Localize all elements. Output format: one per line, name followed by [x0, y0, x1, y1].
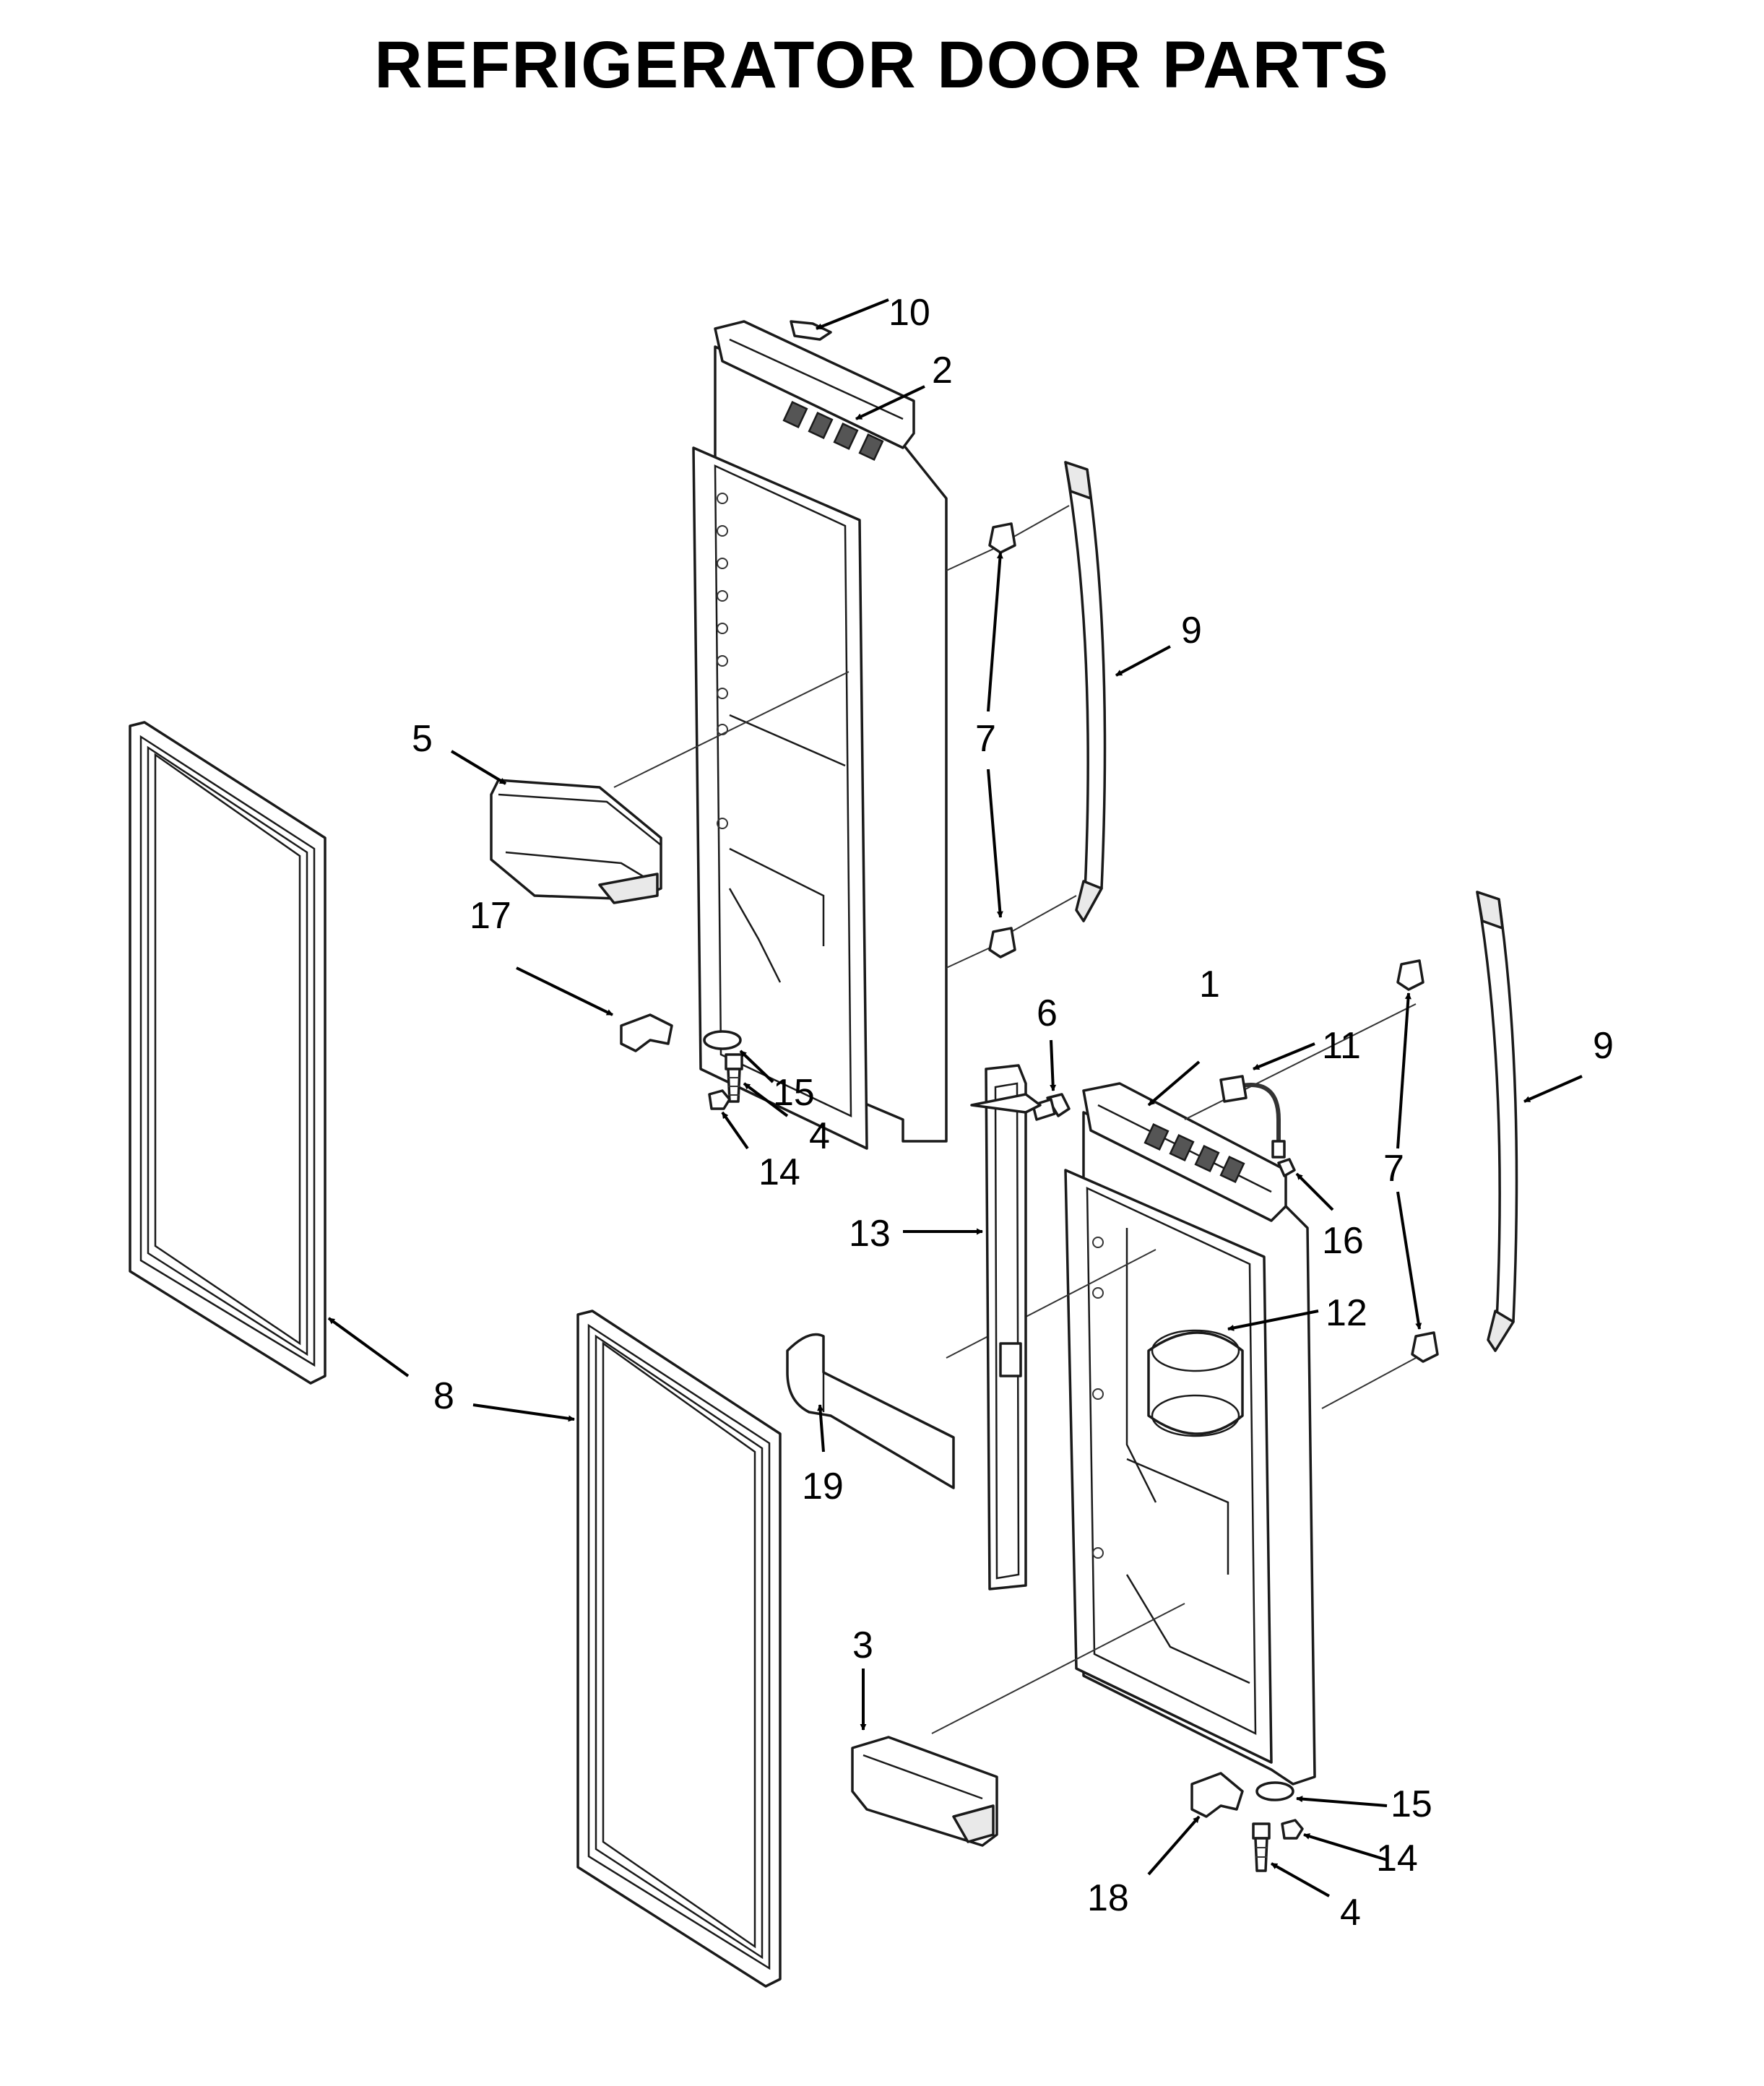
callout-14-left: 14: [758, 1151, 800, 1193]
callout-7-left: 7: [975, 718, 996, 760]
callout-3: 3: [852, 1624, 873, 1666]
right-door-bin: [851, 1736, 998, 1847]
top-hinge-screw: [1032, 1093, 1071, 1121]
callout-7-right: 7: [1383, 1148, 1404, 1190]
callout-9-right: 9: [1593, 1025, 1614, 1067]
callout-19: 19: [802, 1466, 844, 1507]
callout-15-right: 15: [1391, 1783, 1432, 1825]
ice-chute-funnel: [1147, 1329, 1244, 1437]
callout-11: 11: [1322, 1025, 1361, 1067]
left-hinge-nut: [708, 1089, 731, 1110]
callout-13: 13: [849, 1213, 891, 1255]
left-door-bin: [490, 779, 662, 904]
right-door-shelf-pegs: [1092, 1237, 1104, 1559]
left-door-liner: [613, 320, 994, 1150]
right-hinge-nut: [1281, 1819, 1304, 1840]
right-door-gasket: [576, 1310, 782, 1988]
cap-seal-gasket: [790, 320, 832, 341]
left-handle-mounting-studs: [988, 522, 1016, 958]
callout-leaders: [327, 298, 1583, 1897]
left-door-cap-vents: [782, 401, 884, 461]
callout-18: 18: [1087, 1877, 1129, 1919]
callout-10: 10: [889, 292, 930, 334]
callout-6: 6: [1037, 992, 1058, 1034]
left-door-handle: [1011, 461, 1107, 932]
callout-4-right: 4: [1340, 1892, 1361, 1934]
callout-2: 2: [932, 350, 953, 391]
callout-12: 12: [1326, 1292, 1367, 1334]
callout-9-left: 9: [1181, 610, 1202, 652]
callout-5: 5: [412, 718, 433, 760]
callout-16: 16: [1322, 1220, 1364, 1262]
page-title: REFRIGERATOR DOOR PARTS: [374, 28, 1390, 102]
callout-1: 1: [1199, 964, 1220, 1005]
right-door-cap-vents: [1143, 1123, 1245, 1183]
left-lower-hinge: [620, 1013, 673, 1052]
left-hinge-screw: [725, 1053, 743, 1103]
water-tube-fitting: [1277, 1158, 1296, 1177]
right-door-liner: [931, 1003, 1417, 1786]
right-handle-mounting-studs: [1396, 959, 1439, 1363]
left-door-gasket: [129, 721, 327, 1385]
callout-17: 17: [470, 895, 511, 937]
callout-labels: 10 2 9 7 5 17 15 4 14 6 1 11 9 7 16 13 1…: [412, 292, 1614, 1934]
center-mullion-hinge-cover: [970, 1064, 1042, 1591]
callout-15-left: 15: [773, 1072, 815, 1114]
water-tube-assembly: [1219, 1075, 1286, 1159]
callout-4-left: 4: [809, 1115, 830, 1157]
left-hinge-washer: [703, 1030, 742, 1050]
callout-8: 8: [433, 1375, 454, 1417]
right-hinge-screw: [1252, 1822, 1271, 1872]
right-door-handle: [1476, 891, 1518, 1352]
callout-14-right: 14: [1376, 1838, 1418, 1879]
right-hinge-washer: [1255, 1781, 1294, 1801]
right-lower-hinge: [1190, 1772, 1244, 1818]
